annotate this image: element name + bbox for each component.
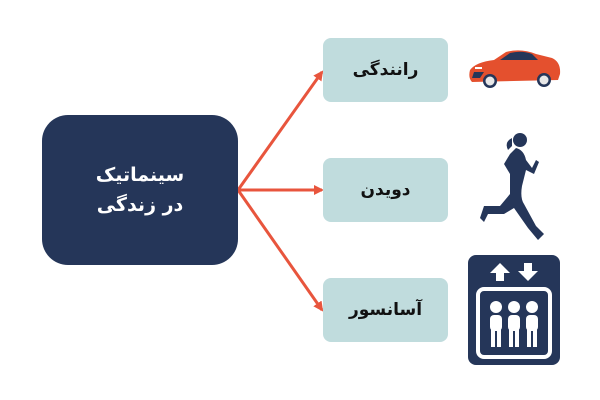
node-running-label: دویدن (360, 180, 411, 200)
root-node: سینماتیک در زندگی (42, 115, 238, 265)
root-title-line1: سینماتیک (95, 164, 185, 186)
node-elevator: آسانسور (323, 278, 448, 342)
root-title-line2: در زندگی (96, 194, 184, 216)
node-driving: رانندگی (323, 38, 448, 102)
node-running: دویدن (323, 158, 448, 222)
sports-car-icon (469, 50, 561, 88)
arrow-to-driving (236, 70, 324, 191)
node-driving-label: رانندگی (352, 60, 419, 80)
arrow-to-elevator (236, 189, 324, 312)
node-elevator-label: آسانسور (348, 300, 423, 320)
running-woman-icon (480, 133, 544, 240)
elevator-icon (468, 255, 560, 365)
